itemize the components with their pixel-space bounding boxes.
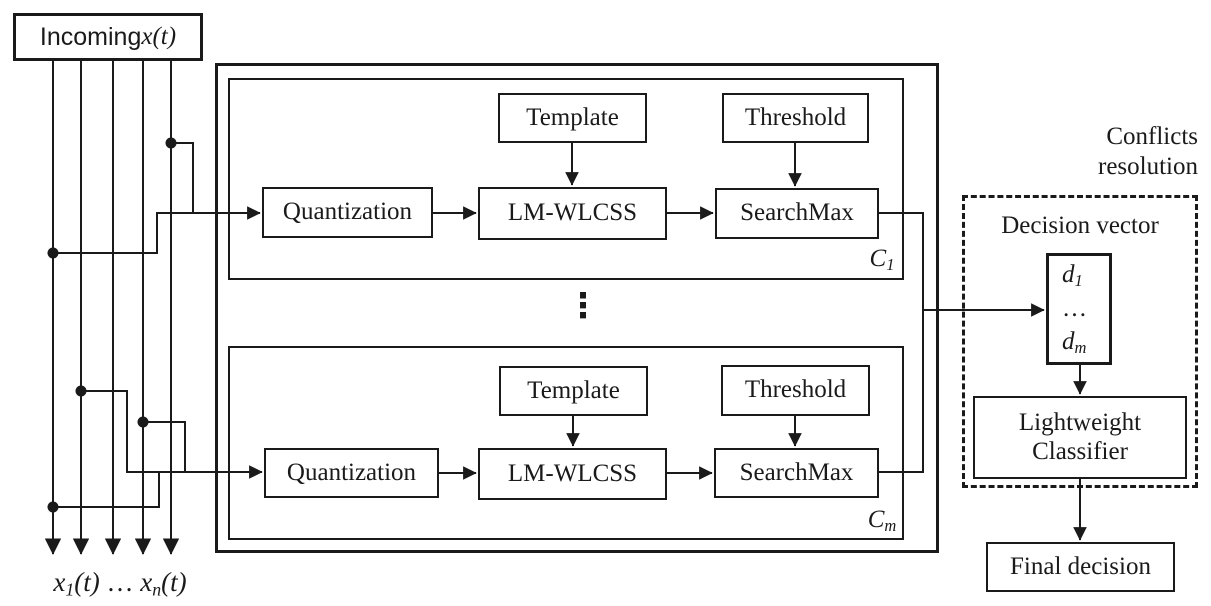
d-first-base: d xyxy=(1062,261,1075,289)
conflicts-line1: Conflicts xyxy=(1106,123,1198,150)
signals-xn-sub: n xyxy=(152,579,162,600)
signals-x1-base: x xyxy=(53,567,66,597)
cm-tag: Cm xyxy=(858,505,906,536)
lm-wlcss-box-c1: LM-WLCSS xyxy=(478,187,667,240)
c1-tag: C1 xyxy=(860,244,904,275)
signals-x1-sub: 1 xyxy=(65,579,75,600)
lightweight-classifier-label: Lightweight Classifier xyxy=(1018,408,1142,465)
decision-flow-arrows xyxy=(879,212,1087,541)
quantization-box-cm: Quantization xyxy=(264,448,439,498)
c1-tag-base: C xyxy=(869,245,887,272)
signals-xn-paren: (t) xyxy=(161,567,187,597)
incoming-signal-box: Incoming x(t) xyxy=(13,13,203,61)
threshold-label-cm: Threshold xyxy=(744,376,847,404)
searchmax-label-cm: SearchMax xyxy=(739,458,854,486)
d-last-base: d xyxy=(1062,328,1075,355)
d-last: dm xyxy=(1062,327,1086,358)
classifier-c1-box xyxy=(228,78,904,280)
threshold-box-c1: Threshold xyxy=(722,93,869,143)
incoming-math-label: x(t) xyxy=(141,22,177,50)
d-first-sub: 1 xyxy=(1074,271,1083,291)
threshold-label-c1: Threshold xyxy=(744,103,847,131)
vertical-ellipsis: ⋮ xyxy=(566,286,600,326)
threshold-box-cm: Threshold xyxy=(721,365,870,416)
lm-wlcss-box-cm: LM-WLCSS xyxy=(478,448,667,500)
tap-dots xyxy=(47,137,177,513)
c1-tag-sub: 1 xyxy=(886,255,895,275)
final-decision-box: Final decision xyxy=(986,542,1175,592)
lightweight-classifier-box: Lightweight Classifier xyxy=(973,396,1187,479)
searchmax-label-c1: SearchMax xyxy=(740,199,854,227)
ensemble-outer-box xyxy=(215,63,939,553)
signals-xn-base: x xyxy=(140,567,153,597)
d-dots: … xyxy=(1062,295,1087,322)
d-first: d1 xyxy=(1062,260,1083,291)
searchmax-box-c1: SearchMax xyxy=(715,188,879,239)
conflicts-resolution-dashed-box xyxy=(962,195,1198,488)
template-label-c1: Template xyxy=(526,103,619,131)
quantization-label-cm: Quantization xyxy=(286,458,417,486)
quantization-box-c1: Quantization xyxy=(262,187,433,238)
decision-vector-title: Decision vector xyxy=(1001,212,1159,239)
decision-vector-box: d1 … dm xyxy=(1046,253,1112,365)
classifier-cm-box xyxy=(228,346,904,540)
lm-wlcss-label-c1: LM-WLCSS xyxy=(507,199,638,227)
signals-x1-paren: (t) xyxy=(74,567,100,597)
conflicts-resolution-label: Conflicts resolution xyxy=(1030,122,1198,182)
template-label-cm: Template xyxy=(527,376,620,404)
cm-tag-base: C xyxy=(867,506,885,533)
signal-lines xyxy=(44,61,180,555)
signals-dots: … xyxy=(99,567,141,597)
final-decision-label: Final decision xyxy=(1010,552,1151,580)
incoming-label: Incoming xyxy=(39,22,142,51)
signals-label: x1(t) … xn(t) xyxy=(40,566,200,601)
cm-tag-sub: m xyxy=(884,516,897,536)
template-box-cm: Template xyxy=(499,366,648,416)
lm-wlcss-label-cm: LM-WLCSS xyxy=(507,459,638,487)
conflicts-line2: resolution xyxy=(1098,153,1198,180)
searchmax-box-cm: SearchMax xyxy=(714,448,879,498)
d-last-sub: m xyxy=(1074,338,1087,358)
quantization-label-c1: Quantization xyxy=(282,198,413,226)
channel-flow-arrows xyxy=(433,143,802,480)
tap-branches xyxy=(53,142,263,508)
template-box-c1: Template xyxy=(498,93,647,143)
